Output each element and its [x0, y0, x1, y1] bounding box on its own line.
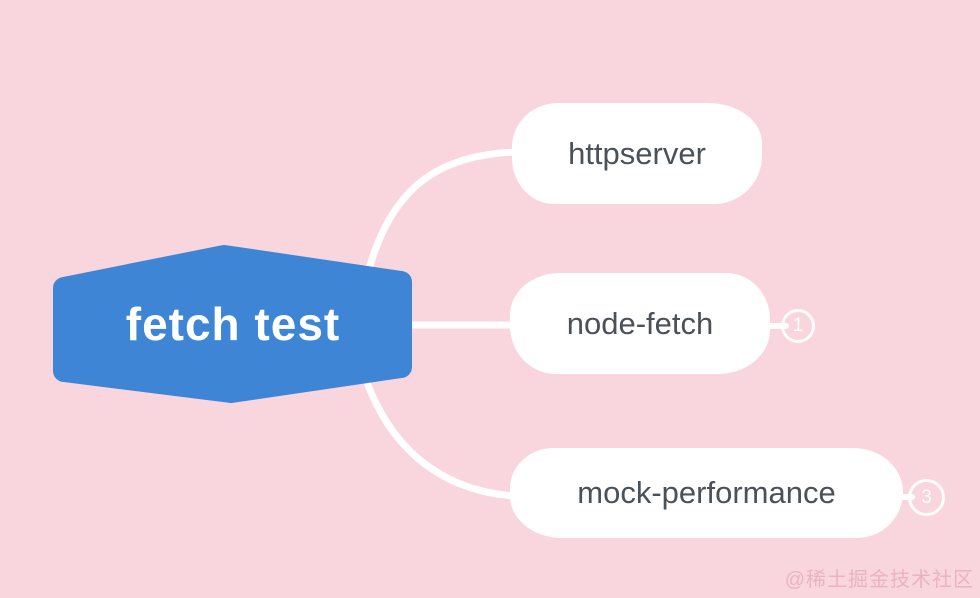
- node-httpserver[interactable]: httpserver: [512, 103, 762, 204]
- node-label: mock-performance: [577, 475, 836, 510]
- root-node[interactable]: fetch test: [53, 245, 413, 403]
- node-node-fetch[interactable]: node-fetch: [510, 273, 770, 374]
- root-node-shape[interactable]: [53, 245, 412, 403]
- node-label: httpserver: [568, 135, 706, 171]
- node-label: node-fetch: [566, 305, 714, 341]
- badge-node-fetch-count[interactable]: 1: [781, 309, 815, 343]
- badge-mock-performance-count[interactable]: 3: [908, 479, 945, 516]
- badge-number: 3: [921, 486, 932, 508]
- connector-line-mock-performance: [364, 381, 520, 500]
- connector-line-httpserver: [364, 148, 520, 276]
- watermark: @稀土掘金技术社区: [784, 569, 974, 591]
- root-node-label: fetch test: [125, 298, 341, 350]
- badge-number: 1: [792, 315, 804, 336]
- node-mock-performance[interactable]: mock-performance: [510, 448, 903, 538]
